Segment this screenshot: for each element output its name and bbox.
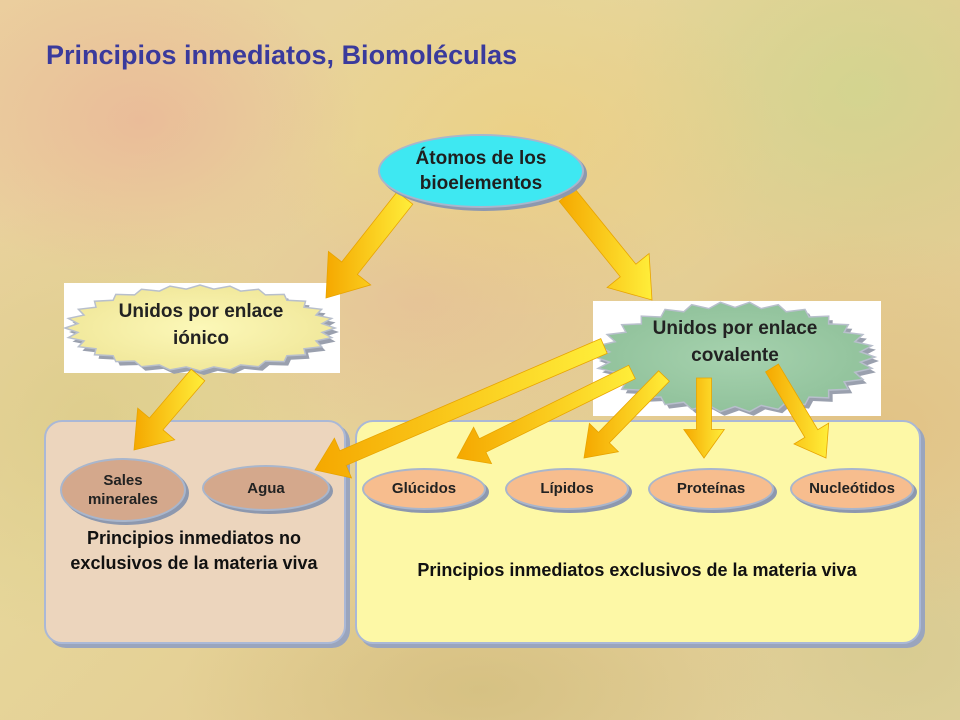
bioelements-atoms-label: Átomos de los bioelementos (415, 148, 547, 194)
glucids-label: Glúcidos (391, 480, 457, 497)
arrow-covalent-to-nucleotides (765, 363, 830, 459)
arrow-ionic-to-salts (133, 368, 206, 451)
glucids-node: Glúcidos (362, 468, 486, 510)
arrow-covalent-to-water (314, 338, 608, 479)
non-exclusive-panel (44, 420, 346, 644)
mineral-salts-label: Sales minerales (87, 472, 159, 508)
arrow-covalent-to-lipids (583, 370, 670, 459)
exclusive-group-label: Principios inmediatos exclusivos de la m… (417, 560, 857, 580)
arrow-covalent-to-glucids (456, 364, 636, 465)
ionic-bond-burst (62, 284, 338, 372)
water-label: Agua (247, 479, 285, 497)
arrow-atoms-to-covalent (558, 188, 653, 301)
water-node: Agua (202, 465, 330, 511)
nucleotides-label: Nucleótidos (809, 480, 895, 497)
page-title: Principios inmediatos, Biomoléculas (46, 40, 518, 70)
ionic-bond-label: Unidos por enlace iónico (118, 301, 284, 349)
arrow-covalent-to-proteins (683, 377, 726, 459)
nucleotides-node: Nucleótidos (790, 468, 914, 510)
arrow-atoms-to-ionic (325, 191, 414, 299)
non-exclusive-group-label: Principios inmediatos no exclusivos de l… (70, 528, 318, 573)
lipids-label: Lípidos (540, 480, 594, 497)
covalent-bond-label: Unidos por enlace covalente (652, 318, 818, 366)
bioelements-atoms-node: Átomos de los bioelementos (378, 134, 584, 208)
mineral-salts-node: Sales minerales (60, 458, 186, 522)
exclusive-panel (355, 420, 921, 644)
proteins-node: Proteínas (648, 468, 774, 510)
lipids-node: Lípidos (505, 468, 629, 510)
proteins-label: Proteínas (676, 480, 746, 497)
